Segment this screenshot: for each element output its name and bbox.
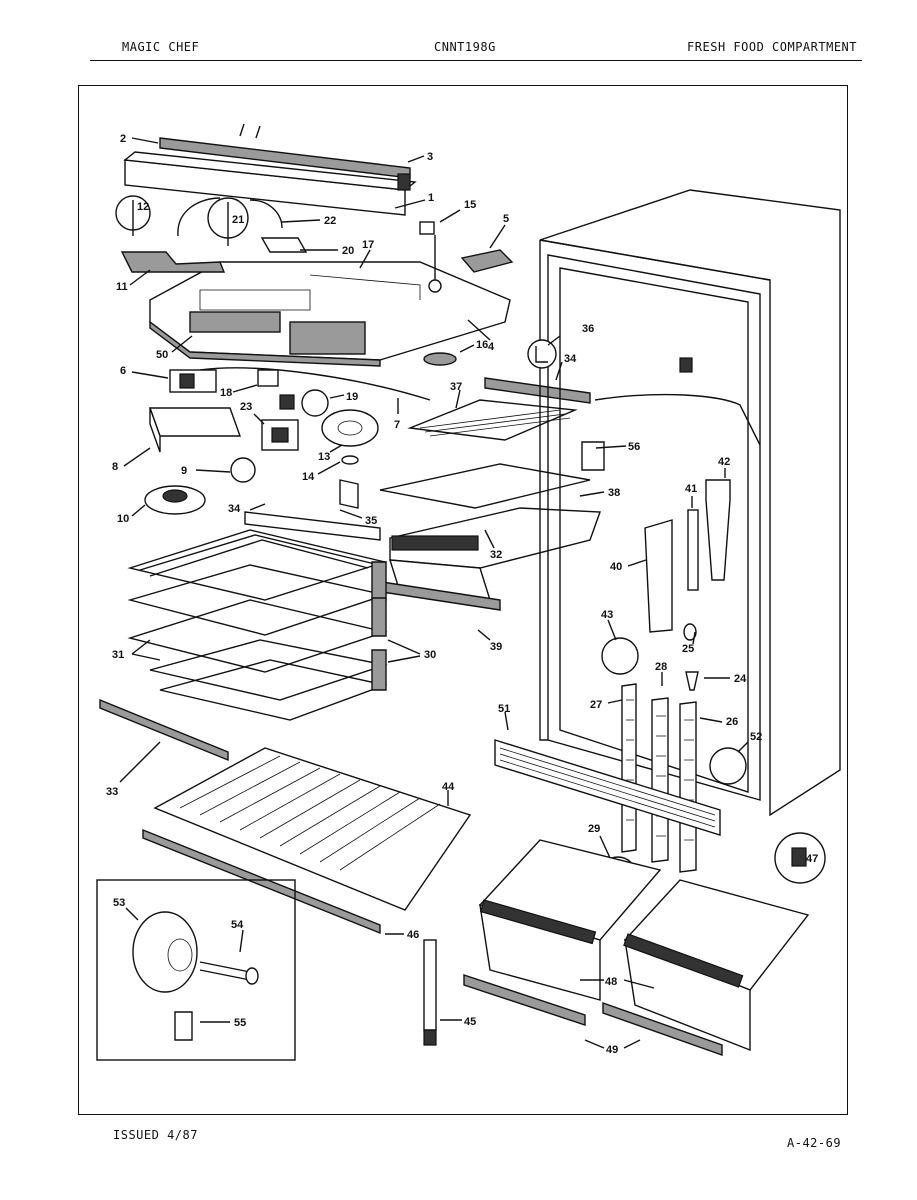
callout-label: 39 [490,641,502,653]
callout-label: 32 [490,549,502,561]
callout-label: 40 [610,561,622,573]
callout-label: 14 [302,471,315,483]
part-crisper-drawers [423,839,810,1056]
callout-label: 34 [564,353,577,365]
callout-label: 37 [450,381,462,393]
callout-label: 4 [488,341,495,353]
issued-date: ISSUED 4/87 [113,1128,198,1142]
callout-label: 51 [498,703,510,715]
callout-label: 25 [682,643,694,655]
callout-label: 28 [655,661,667,673]
part-cabinet-fittings [527,339,731,691]
callout-label: 38 [608,487,620,499]
callout-label: 13 [318,451,330,463]
callout-label: 31 [112,649,124,661]
callout-label: 3 [427,151,433,163]
part-inset-roller [96,879,296,1061]
brand-label: MAGIC CHEF [122,40,200,54]
callout-label: 7 [394,419,400,431]
callout-label: 20 [342,245,354,257]
callout-label: 44 [442,781,455,793]
callout-label: 19 [346,391,358,403]
callout-label: 49 [606,1044,618,1056]
callout-label: 9 [181,465,187,477]
callout-label: 5 [503,213,509,225]
callout-label: 16 [476,339,488,351]
part-glass-shelf [99,698,472,935]
part-top-trim [123,123,417,216]
callout-label: 41 [685,483,697,495]
callout-label: 22 [324,215,336,227]
part-shelf-supports [494,683,826,894]
callout-label: 35 [365,515,377,527]
callout-label: 8 [112,461,118,473]
callout-label: 48 [605,976,617,988]
callout-label: 29 [588,823,600,835]
diagram-frame [78,85,848,1115]
callout-label: 27 [590,699,602,711]
callout-label: 50 [156,349,168,361]
part-small-components [115,195,514,366]
callout-label: 34 [228,503,241,515]
callout-label: 53 [113,897,125,909]
callout-label: 12 [137,201,149,213]
model-number: CNNT198G [434,40,496,54]
callout-label: 56 [628,441,640,453]
section-title: FRESH FOOD COMPARTMENT [687,40,857,54]
callout-label: 2 [120,133,126,145]
part-wire-shelves [127,529,388,721]
page-code: A-42-69 [787,1136,842,1150]
callout-group: 2 3 1 15 5 12 21 22 20 17 11 4 36 34 50 … [106,133,818,1056]
header-rule [90,60,862,61]
callout-label: 55 [234,1017,246,1029]
callout-label: 24 [734,673,747,685]
callout-label: 18 [220,387,232,399]
callout-label: 23 [240,401,252,413]
callout-label: 45 [464,1016,476,1028]
callout-label: 43 [601,609,613,621]
callout-label: 15 [464,199,476,211]
callout-label: 52 [750,731,762,743]
callout-label: 33 [106,786,118,798]
callout-label: 54 [231,919,244,931]
callout-label: 21 [232,214,244,226]
callout-label: 46 [407,929,419,941]
callout-label: 47 [806,853,818,865]
part-cabinet [539,189,841,817]
part-upper-shelf-and-pan [244,377,601,611]
callout-label: 11 [116,281,128,293]
callout-label: 36 [582,323,594,335]
callout-label: 17 [362,239,374,251]
callout-label: 42 [718,456,730,468]
callout-label: 10 [117,513,129,525]
part-control-components [144,367,431,515]
callout-label: 26 [726,716,738,728]
callout-label: 1 [428,192,434,204]
callout-label: 6 [120,365,126,377]
callout-label: 30 [424,649,436,661]
part-light-housing [149,261,511,367]
